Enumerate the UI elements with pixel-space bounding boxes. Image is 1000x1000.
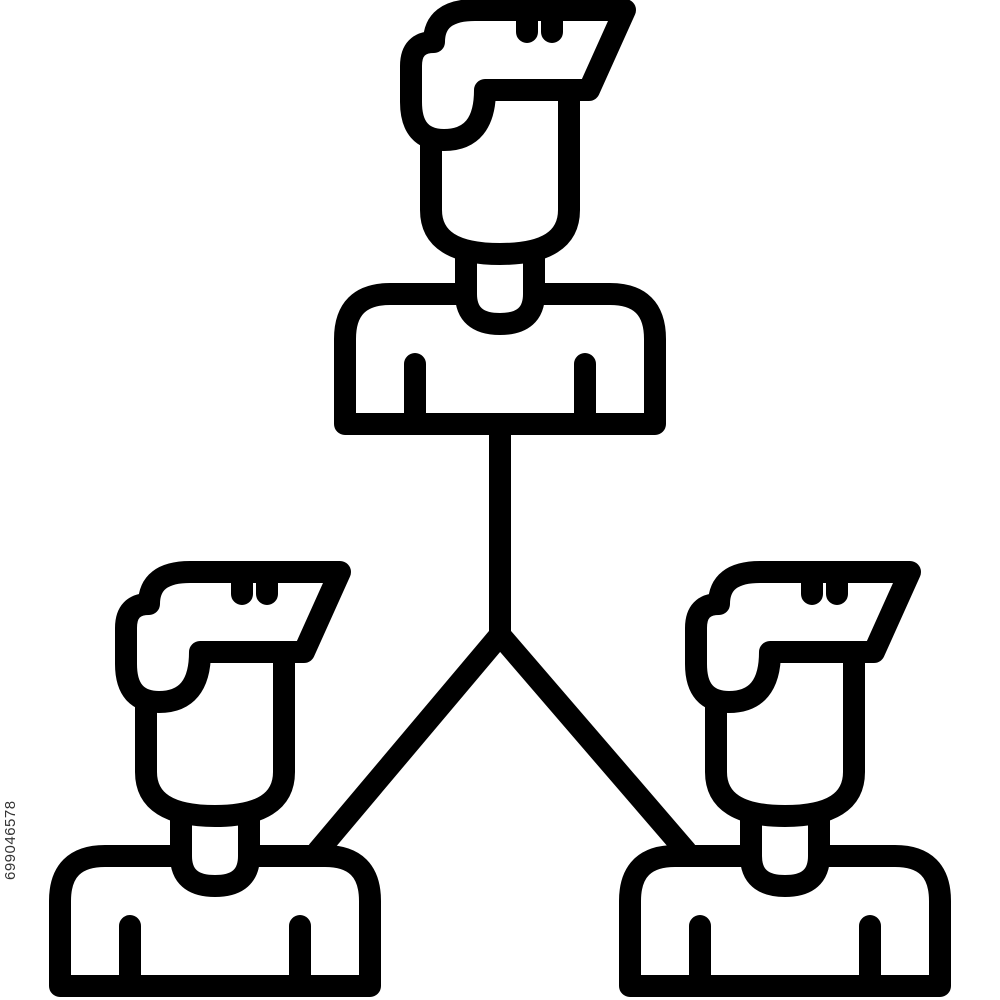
person-bottom-left-icon bbox=[60, 572, 370, 986]
watermark-id: 699046578 bbox=[2, 800, 19, 880]
person-top-icon bbox=[345, 10, 655, 424]
connector-lines bbox=[307, 413, 697, 862]
person-bottom-right-icon bbox=[630, 572, 940, 986]
